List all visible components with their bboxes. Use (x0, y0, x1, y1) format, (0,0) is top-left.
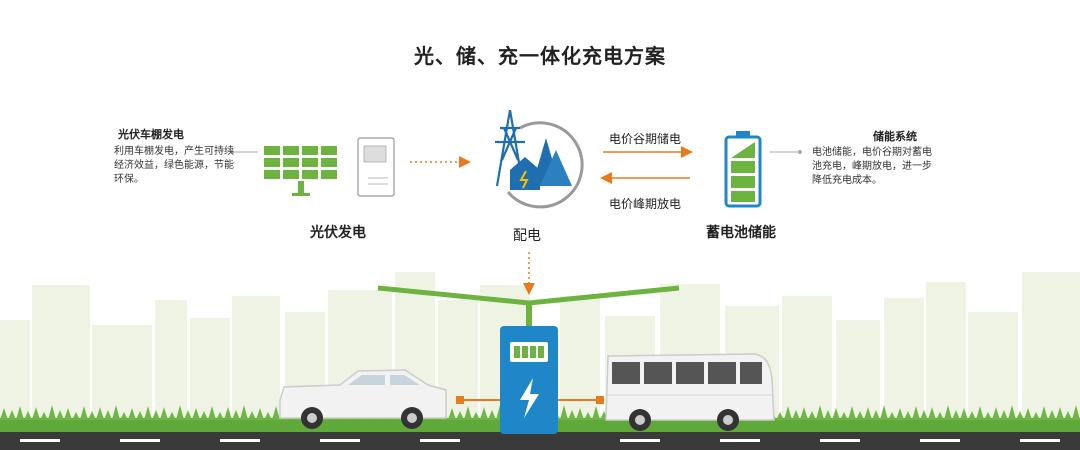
grid-tower-icon (495, 109, 584, 209)
inverter-icon (357, 137, 395, 197)
car-icon (279, 369, 447, 429)
charging-cables (456, 396, 604, 404)
peak-release-label: 电价峰期放电 (609, 197, 682, 211)
battery-icon (724, 131, 762, 208)
pv-carport-heading: 光伏车棚发电 (118, 128, 184, 141)
power-distribution-label: 配电 (513, 228, 541, 244)
valley-store-label: 电价谷期储电 (609, 132, 682, 146)
solar-panel-icon (264, 146, 337, 196)
storage-system-heading: 储能系统 (873, 130, 917, 143)
pv-generation-label: 光伏发电 (310, 225, 366, 241)
battery-storage-label: 蓄电池储能 (706, 225, 776, 241)
road (0, 432, 1080, 450)
charger-icon (500, 326, 558, 434)
page-title: 光、储、充一体化充电方案 (414, 44, 666, 68)
pv-carport-description: 利用车棚发电，产生可持续经济效益，绿色能源，节能环保。 (114, 146, 234, 185)
bus-icon (605, 353, 775, 431)
storage-system-description: 电池储能，电价谷期对蓄电池充电，峰期放电，进一步降低充电成本。 (812, 147, 932, 186)
